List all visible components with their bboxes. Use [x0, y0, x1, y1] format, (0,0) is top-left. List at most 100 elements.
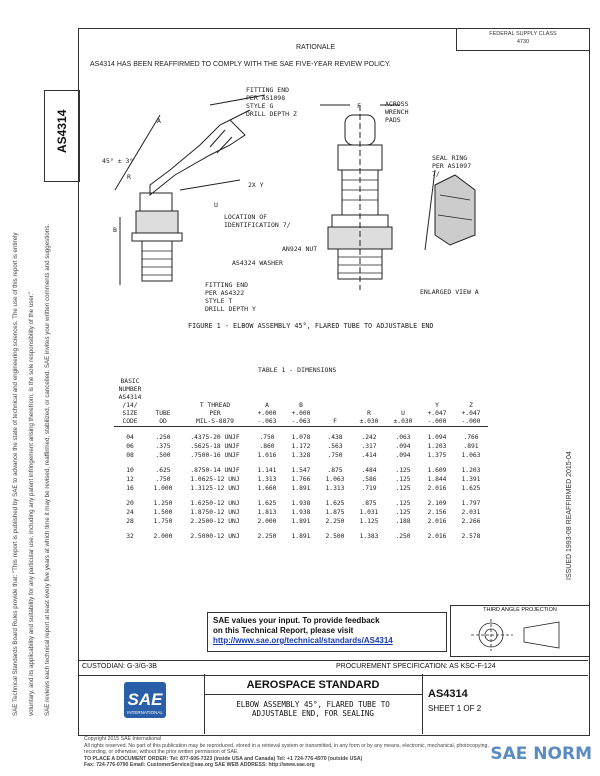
- cell: 1.141: [257, 467, 277, 474]
- cell: 1.660: [257, 485, 277, 492]
- rationale-heading: RATIONALE: [296, 44, 336, 51]
- fitting-end-1-l1: FITTING END: [246, 86, 290, 94]
- th-u-l1: U: [401, 410, 405, 417]
- figure-caption: FIGURE 1 - ELBOW ASSEMBLY 45°, FLARED TU…: [188, 322, 434, 330]
- cell: 1.6250-12 UNJ: [190, 500, 240, 507]
- th-size-l3: AS4314: [118, 394, 142, 401]
- cell: .563: [327, 443, 343, 450]
- cell: 1.313: [325, 485, 345, 492]
- cell: 1.250: [153, 500, 173, 507]
- cell: .750: [155, 476, 171, 483]
- fsc-label: FEDERAL SUPPLY CLASS: [489, 31, 557, 37]
- cell: .4375-20 UNJF: [190, 434, 240, 441]
- cell: .766: [463, 434, 479, 441]
- cell: 1.328: [291, 452, 311, 459]
- sidebar-line-3: SAE reviews each technical report at lea…: [44, 223, 51, 716]
- cell: .719: [361, 485, 377, 492]
- sae-logo-text: SAE: [127, 690, 163, 709]
- cell: .875: [361, 500, 377, 507]
- th-b-l3: -.063: [291, 418, 311, 425]
- cell: 1.0625-12 UNJ: [190, 476, 240, 483]
- th-size-l4: /14/: [122, 402, 138, 409]
- th-b-l1: B: [299, 402, 303, 409]
- cell: 2.016: [427, 485, 447, 492]
- location-l1: LOCATION OF: [224, 213, 268, 221]
- feedback-link[interactable]: http://www.sae.org/technical/standards/A…: [213, 636, 393, 645]
- th-y: Y +.047 -.000: [420, 378, 454, 427]
- cell: 2.578: [461, 533, 481, 540]
- feedback-box: SAE values your input. To provide feedba…: [207, 612, 447, 652]
- sidebar-line-2: voluntary, and its applicability and sui…: [28, 291, 35, 716]
- th-r-l1: R: [367, 410, 371, 417]
- table-title: TABLE 1 - DIMENSIONS: [258, 366, 337, 374]
- cell: .242: [361, 434, 377, 441]
- fsc-value: 4730: [516, 39, 530, 45]
- cell: .438: [327, 434, 343, 441]
- title-block: AEROSPACE STANDARD ELBOW ASSEMBLY 45°, F…: [78, 674, 588, 734]
- custodian-text: CUSTODIAN: G-3/G-3B: [82, 663, 157, 670]
- th-b: B +.000 -.063: [284, 378, 318, 427]
- cell: 1.078: [291, 434, 311, 441]
- title-line-2: ADJUSTABLE END, FOR SEALING: [252, 709, 374, 718]
- cell: .125: [395, 485, 411, 492]
- sidebar-notice: SAE Technical Standards Board Rules prov…: [4, 176, 74, 716]
- th-a-l3: -.063: [257, 418, 277, 425]
- cell: 32: [126, 533, 134, 540]
- cell: 1.203: [427, 443, 447, 450]
- issue-stamp: ISSUED 1993-08 REAFFIRMED 2015-04: [566, 451, 573, 580]
- cell: 1.625: [325, 500, 345, 507]
- cell: 1.383: [359, 533, 379, 540]
- cell: .317: [361, 443, 377, 450]
- cell: .586: [361, 476, 377, 483]
- cell: 2.000: [153, 533, 173, 540]
- dim-a-label: A: [157, 117, 161, 125]
- cell: 1.938: [291, 509, 311, 516]
- cell: .750: [259, 434, 275, 441]
- sae-logo-subtext: INTERNATIONAL: [127, 710, 163, 715]
- cell: .375: [155, 443, 171, 450]
- th-thread-l3: MIL-S-8879: [196, 418, 234, 425]
- cell: 1.547: [291, 467, 311, 474]
- cell: .484: [361, 467, 377, 474]
- cell: 20: [126, 500, 134, 507]
- cell: .891: [463, 443, 479, 450]
- fitting-end-1-l4: DRILL DEPTH Z: [246, 110, 297, 118]
- footer-line-3: recording, or otherwise, without the pri…: [84, 749, 239, 756]
- seal-ring-l2: PER AS1097: [432, 162, 472, 170]
- cell: 1.313: [257, 476, 277, 483]
- cell: 2.031: [461, 509, 481, 516]
- cell: .125: [395, 467, 411, 474]
- document-number: AS4314: [428, 688, 468, 700]
- th-a: A +.000 -.063: [250, 378, 284, 427]
- dimensions-table: BASIC NUMBER AS4314 /14/ SIZE CODE TUBE …: [114, 378, 488, 541]
- th-size-l6: CODE: [122, 418, 138, 425]
- sae-logo: SAE INTERNATIONAL: [124, 682, 166, 718]
- cell: 1.813: [257, 509, 277, 516]
- cell: .8750-14 UNJF: [190, 467, 240, 474]
- th-b-l2: +.000: [291, 410, 311, 417]
- seal-ring-l3: 7/: [432, 170, 440, 178]
- across-label: ACROSS WRENCH PADS: [385, 100, 408, 124]
- cell: 12: [126, 476, 134, 483]
- cell: 1.125: [359, 518, 379, 525]
- th-y-l1: Y: [435, 402, 439, 409]
- cell: 24: [126, 509, 134, 516]
- cell: .125: [395, 500, 411, 507]
- federal-supply-class: FEDERAL SUPPLY CLASS 4730: [456, 28, 589, 51]
- cell: .094: [395, 443, 411, 450]
- th-a-l2: +.000: [257, 410, 277, 417]
- fitting-end-1-l3: STYLE G: [246, 102, 274, 110]
- th-f: F: [318, 378, 352, 427]
- th-r: R ±.030: [352, 378, 386, 427]
- cell: 1.063: [325, 476, 345, 483]
- cell: 2.266: [461, 518, 481, 525]
- th-thread: T THREAD PER MIL-S-8879: [180, 378, 250, 427]
- feedback-line-1: SAE values your input. To provide feedba…: [213, 616, 380, 625]
- cell: 1.609: [427, 467, 447, 474]
- cell: .7500-16 UNJF: [190, 452, 240, 459]
- cell: 1.3125-12 UNJ: [190, 485, 240, 492]
- custodian-band: CUSTODIAN: G-3/G-3B PROCUREMENT SPECIFIC…: [78, 660, 588, 676]
